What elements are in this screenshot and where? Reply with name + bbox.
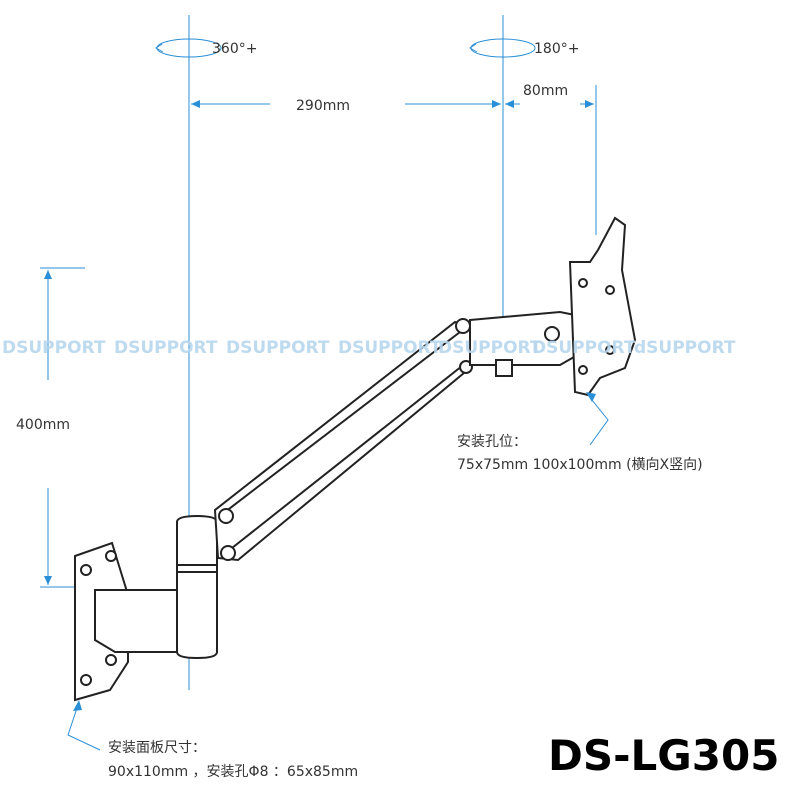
arm-length-label: 290mm [296,98,350,114]
vesa-callout-arrow [586,392,596,402]
wall-bracket [94,589,186,653]
plate-callout-arrow [73,700,82,711]
vesa-note-line1: 安装孔位： [457,434,527,450]
vesa-callout-line [587,394,609,446]
plate-note-line2: 90x110mm ，安装孔Φ8 ：65x85mm [108,764,358,780]
watermark-3: DSUPPORT [226,338,330,358]
rotation-left-label: 360°+ [212,41,257,57]
watermark-6: DSUPPORT [532,338,636,358]
plate-callout-line [67,704,101,751]
watermark-1: DSUPPORT [2,338,106,358]
height-range-label: 400mm [16,417,70,433]
pivot-post [176,514,218,660]
plate-note-line1: 安装面板尺寸： [108,740,206,756]
watermark-7: dSUPPORT [634,338,736,358]
gas-spring-arm [213,318,477,562]
vesa-plate [568,216,637,397]
watermark-5: DSUPPORT [438,338,542,358]
vesa-note-line2: 75x75mm 100x100mm (横向X竖向) [457,457,703,473]
rotation-right-icon [469,38,536,58]
head-length-label: 80mm [523,83,568,99]
model-number: DS-LG305 [548,731,779,780]
rotation-left-icon [155,38,222,58]
watermark-2: DSUPPORT [114,338,218,358]
watermark-4: DSUPPORT [338,338,442,358]
rotation-right-label: 180°+ [534,41,579,57]
